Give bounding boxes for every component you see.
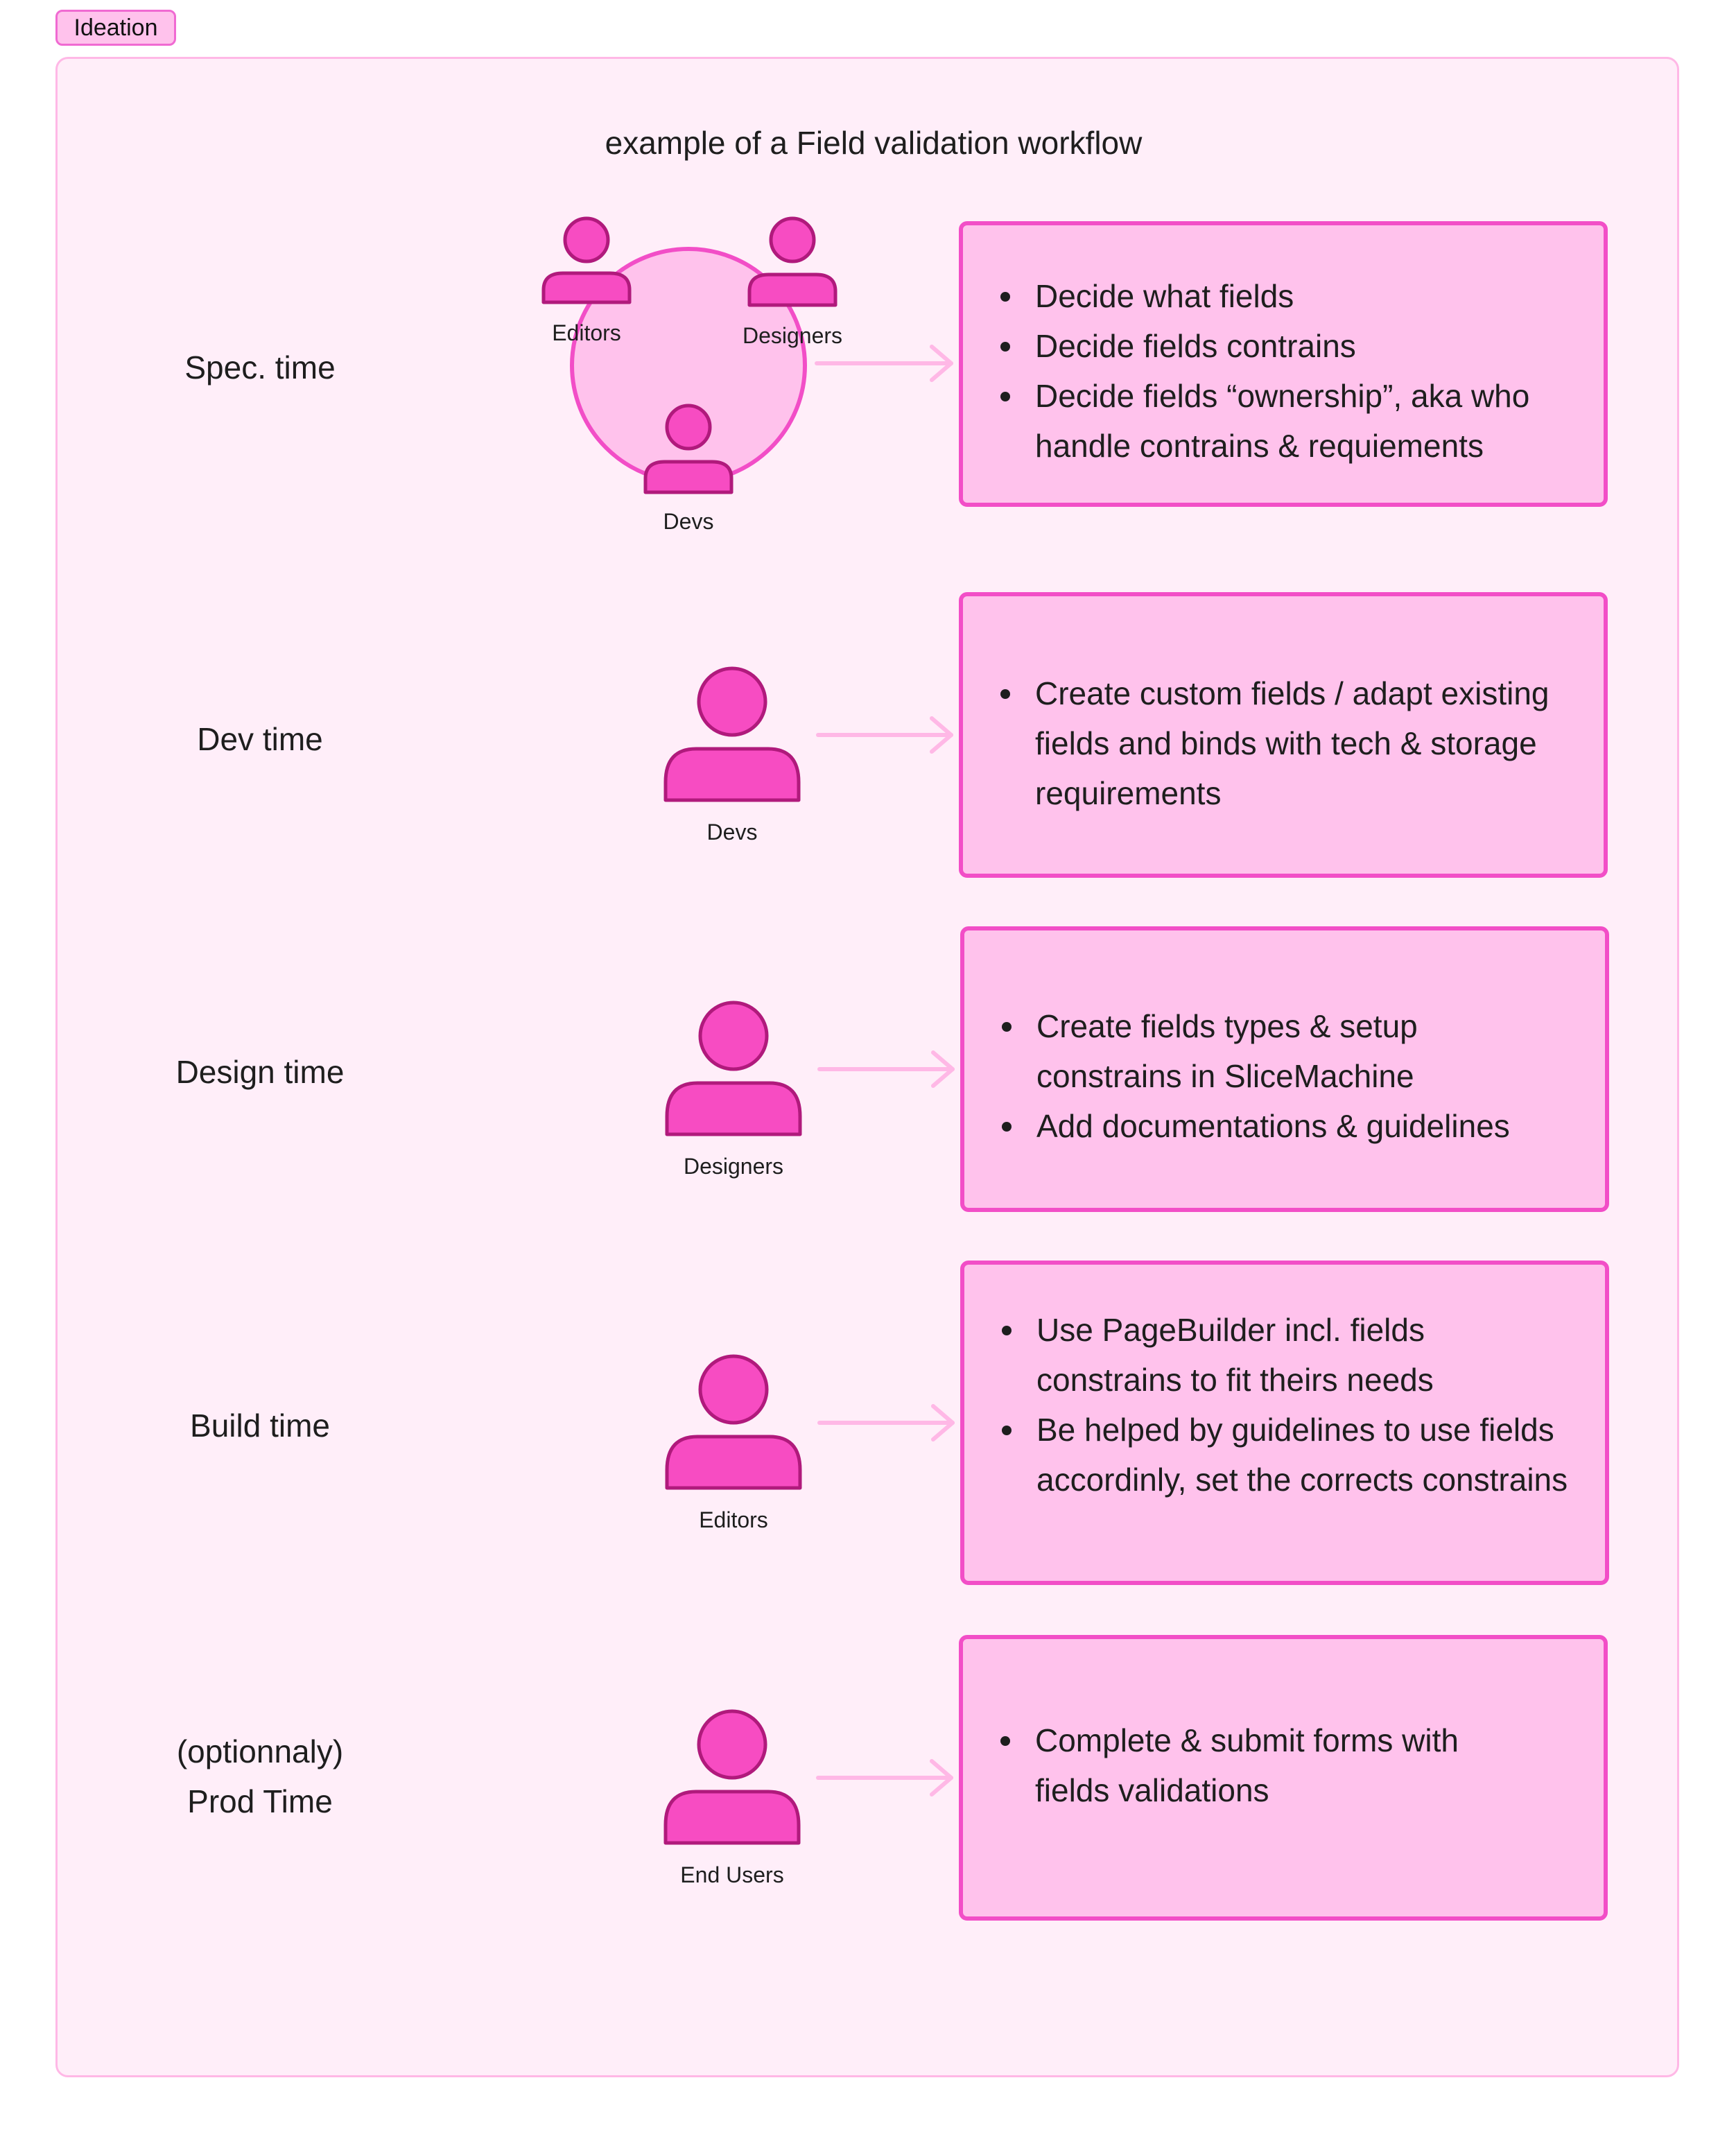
- persona-label-designers: Designers: [683, 1154, 784, 1179]
- stage-line: Build time: [190, 1408, 330, 1444]
- stage-label-prod: (optionnaly) Prod Time: [104, 1726, 416, 1826]
- stage-line: Dev time: [197, 721, 323, 757]
- stage-label-dev: Dev time: [104, 714, 416, 764]
- stage-line: (optionnaly): [176, 1733, 344, 1769]
- arrow-spec: [815, 345, 953, 382]
- prod-description-box: Complete & submit forms with fields vali…: [959, 1635, 1608, 1921]
- bullet-item: Add documentations & guidelines: [964, 1101, 1605, 1151]
- arrow-design: [817, 1050, 955, 1088]
- bullet-item: Decide what fields: [963, 271, 1604, 321]
- dev-person-icon: [643, 404, 734, 494]
- bullet-item: Create fields types & setup constrains i…: [964, 1001, 1605, 1101]
- editor-person-icon: [541, 216, 632, 304]
- arrow-prod: [816, 1759, 953, 1796]
- bullet-list: Use PageBuilder incl. fields constrains …: [964, 1305, 1605, 1505]
- ideation-tag: Ideation: [55, 10, 176, 46]
- bullet-list: Create custom fields / adapt existing fi…: [963, 668, 1604, 818]
- bullet-list: Complete & submit forms with fields vali…: [963, 1715, 1604, 1815]
- dev-description-box: Create custom fields / adapt existing fi…: [959, 592, 1608, 878]
- persona-label-editors: Editors: [552, 320, 621, 345]
- end-user-person-icon: [663, 1709, 801, 1845]
- bullet-item: Complete & submit forms with fields vali…: [963, 1715, 1604, 1815]
- bullet-item: Use PageBuilder incl. fields constrains …: [964, 1305, 1605, 1405]
- designer-person-icon: [665, 1001, 802, 1136]
- arrow-dev: [816, 716, 953, 754]
- stage-label-spec: Spec. time: [104, 343, 416, 392]
- stage-line: Prod Time: [187, 1783, 333, 1819]
- bullet-item: Decide fields “ownership”, aka who handl…: [963, 371, 1604, 471]
- bullet-item: Be helped by guidelines to use fields ac…: [964, 1405, 1605, 1505]
- spec-description-box: Decide what fields Decide fields contrai…: [959, 221, 1608, 507]
- designer-person-icon: [747, 216, 837, 307]
- bullet-item: Decide fields contrains: [963, 321, 1604, 371]
- design-description-box: Create fields types & setup constrains i…: [960, 926, 1609, 1212]
- bullet-item: Create custom fields / adapt existing fi…: [963, 668, 1604, 818]
- stage-label-build: Build time: [104, 1401, 416, 1451]
- editor-person-icon: [665, 1354, 802, 1490]
- dev-person-icon: [663, 666, 801, 802]
- persona-label-editors: Editors: [699, 1507, 768, 1532]
- stage-line: Spec. time: [184, 349, 336, 386]
- arrow-build: [817, 1404, 955, 1441]
- persona-label-devs: Devs: [706, 820, 758, 845]
- stage-line: Design time: [175, 1054, 345, 1090]
- build-description-box: Use PageBuilder incl. fields constrains …: [960, 1261, 1609, 1585]
- persona-label-end-users: End Users: [680, 1862, 784, 1887]
- diagram-title: example of a Field validation workflow: [605, 125, 1143, 161]
- bullet-list: Decide what fields Decide fields contrai…: [963, 271, 1604, 471]
- stage-label-design: Design time: [104, 1047, 416, 1097]
- persona-label-devs: Devs: [663, 509, 714, 534]
- persona-label-designers: Designers: [742, 323, 843, 348]
- bullet-list: Create fields types & setup constrains i…: [964, 1001, 1605, 1151]
